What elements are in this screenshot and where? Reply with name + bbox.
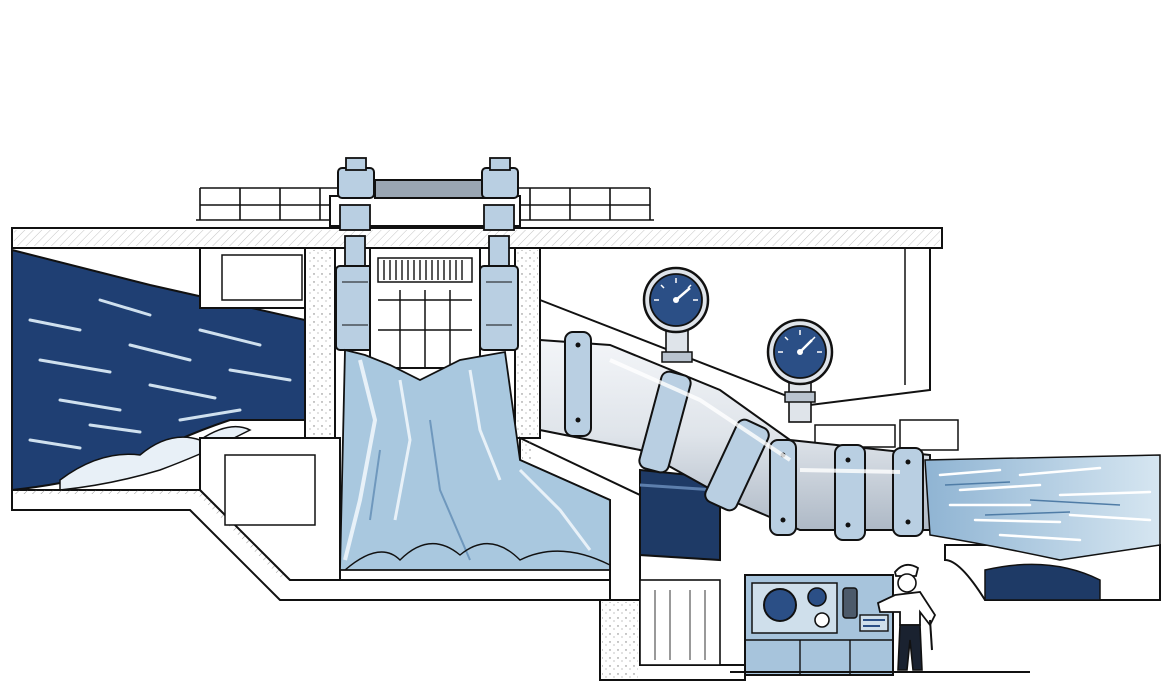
hard-hat-icon: [894, 563, 920, 577]
panel-display: [859, 614, 889, 632]
pressure-gauge-left: [642, 266, 710, 363]
pipe-flange: [704, 418, 770, 512]
operator-figure: [876, 563, 937, 671]
outlet-water-jet: [924, 454, 1161, 601]
dam-structure: [11, 187, 1161, 681]
panel-dial-large: [763, 588, 797, 622]
pressure-gauge-right: [766, 318, 834, 423]
panel-dial-white: [814, 612, 830, 628]
control-panel: [730, 574, 1030, 676]
pipe-flange: [834, 444, 866, 541]
panel-lever: [842, 587, 858, 619]
pipe-flange: [892, 447, 924, 537]
pipe-flange: [564, 331, 592, 437]
pipe-flange: [769, 439, 797, 536]
sluice-gate-hoist: [329, 157, 521, 369]
panel-dial-small: [807, 587, 827, 607]
pipe-flange: [638, 370, 692, 474]
spillway-cascade: [339, 348, 611, 571]
steel-penstock: [539, 331, 931, 541]
